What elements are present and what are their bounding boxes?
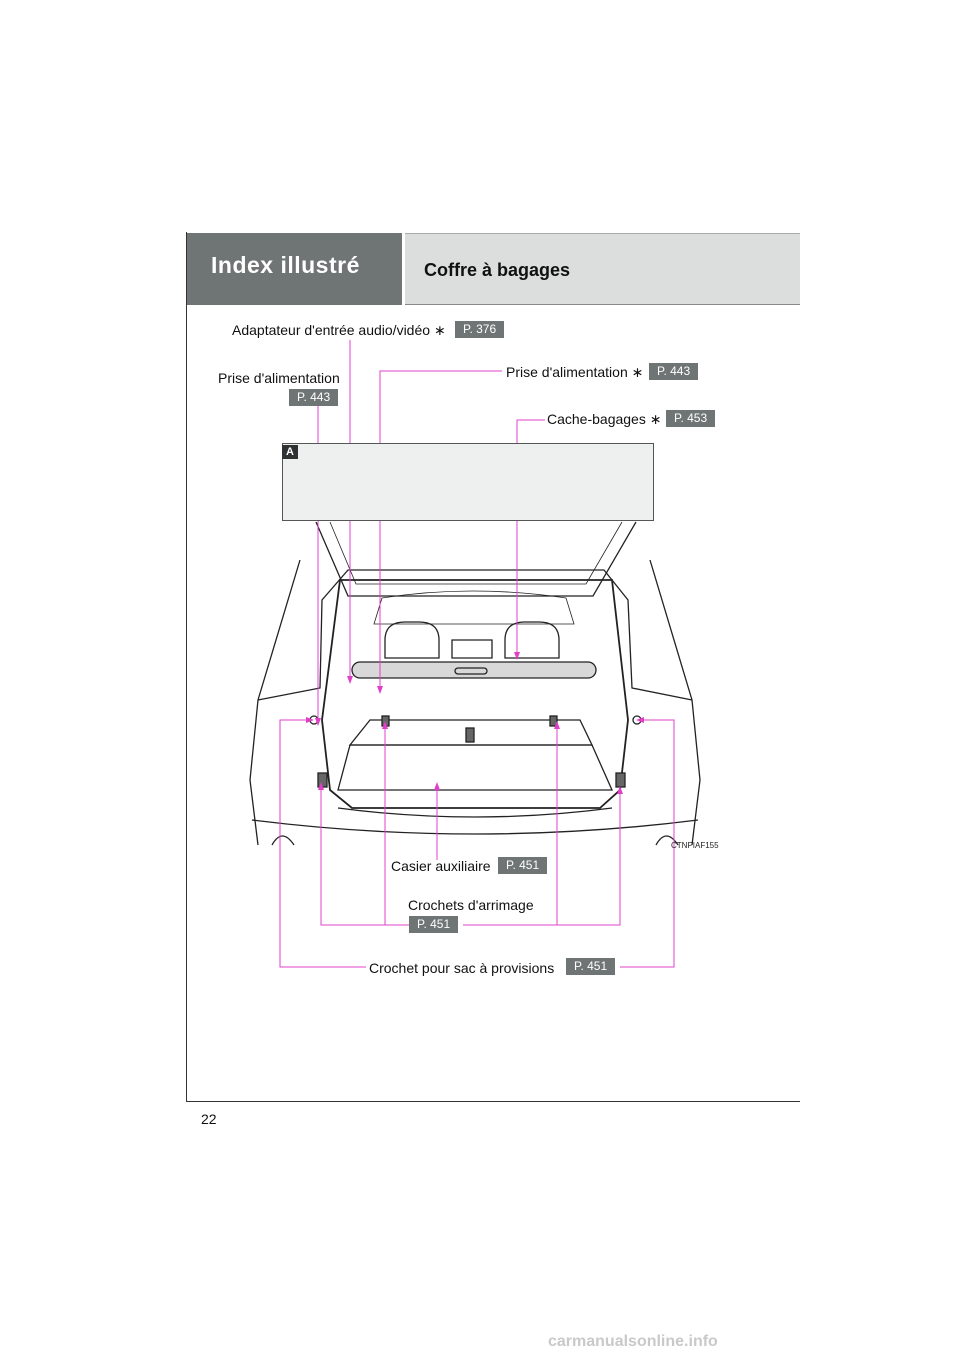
watermark: carmanualsonline.info [548, 1333, 718, 1350]
tie-downs-label: Crochets d'arrimage [408, 897, 534, 913]
power-outlet-left-ref[interactable]: P. 443 [289, 389, 339, 406]
figure-code: CTNPIAF155 [671, 841, 719, 850]
tonneau-cover-label: Cache-bagages ∗ [547, 411, 662, 427]
subsection-title-box [405, 233, 800, 305]
grocery-hook-ref[interactable]: P. 451 [566, 958, 616, 975]
power-outlet-right-ref[interactable]: P. 443 [649, 363, 699, 380]
page-frame-left [186, 232, 187, 1102]
section-title-box: Index illustré [187, 233, 402, 305]
av-adapter-ref[interactable]: P. 376 [455, 321, 505, 338]
grocery-hook-label: Crochet pour sac à provisions [369, 960, 555, 976]
page-frame-bottom [186, 1101, 800, 1102]
aux-box-label: Casier auxiliaire [391, 858, 491, 874]
power-outlet-left-label: Prise d'alimentation [218, 370, 340, 386]
panel-tag: A [282, 445, 298, 459]
section-title: Index illustré [211, 252, 360, 278]
page-header: Index illustré Coffre à bagages [187, 233, 800, 305]
page-number: 22 [201, 1111, 217, 1127]
power-outlet-right-label: Prise d'alimentation ∗ [506, 364, 644, 380]
subsection-title: Coffre à bagages [424, 260, 571, 280]
inset-panel [282, 443, 654, 521]
aux-box-ref[interactable]: P. 451 [498, 857, 548, 874]
leader-arrowheads [306, 652, 644, 794]
av-adapter-label: Adaptateur d'entrée audio/vidéo ∗ [232, 322, 446, 338]
tonneau-cover-ref[interactable]: P. 453 [666, 410, 716, 427]
car-outline [249, 521, 701, 846]
tie-downs-ref[interactable]: P. 451 [409, 916, 459, 933]
